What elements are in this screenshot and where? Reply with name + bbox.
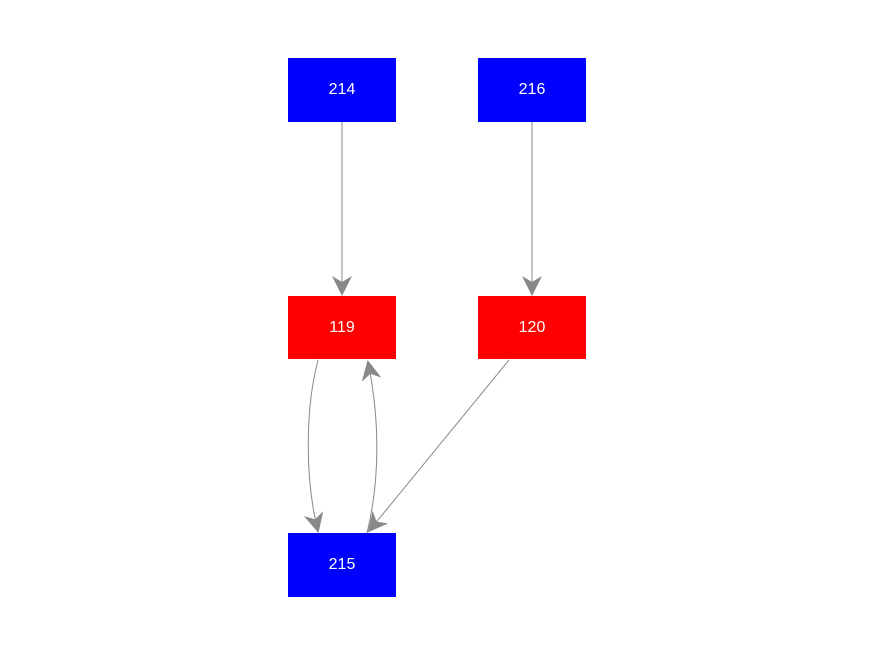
node-119-label: 119 — [329, 318, 355, 336]
node-215-label: 215 — [328, 556, 356, 573]
node-120: 120 — [478, 296, 586, 359]
node-214: 214 — [288, 58, 396, 122]
node-216-label: 216 — [518, 81, 546, 98]
node-216: 216 — [478, 58, 586, 122]
edge-120-to-215 — [367, 359, 510, 533]
node-119: 119 — [288, 296, 396, 359]
edge-215-to-119 — [361, 360, 382, 534]
edge-119-to-215 — [303, 359, 324, 533]
node-214-label: 214 — [328, 81, 356, 98]
node-120-label: 120 — [518, 318, 546, 336]
node-215: 215 — [288, 533, 396, 597]
